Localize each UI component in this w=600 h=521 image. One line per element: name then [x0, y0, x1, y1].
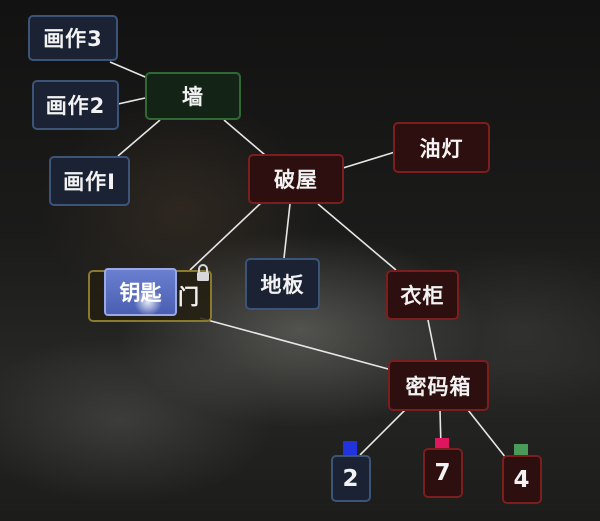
link-shack-door — [189, 201, 263, 271]
node-digit-4[interactable]: 4 — [502, 455, 542, 504]
marker-blue — [343, 441, 357, 455]
node-painting3[interactable]: 画作3 — [28, 15, 118, 61]
link-shack-wardrobe — [317, 203, 397, 271]
node-digit-2[interactable]: 2 — [331, 455, 371, 502]
node-shack[interactable]: 破屋 — [248, 154, 344, 204]
node-oil-lamp[interactable]: 油灯 — [393, 122, 490, 173]
link-shack-lamp — [342, 151, 396, 169]
link-painting3-wall — [109, 61, 151, 80]
link-box-digit4 — [467, 409, 507, 459]
node-wardrobe[interactable]: 衣柜 — [386, 270, 459, 320]
node-floor[interactable]: 地板 — [245, 258, 320, 310]
link-wall-shack — [223, 119, 266, 156]
link-door-box — [199, 317, 393, 371]
node-code-box[interactable]: 密码箱 — [388, 360, 489, 411]
drag-cursor-glow — [133, 289, 163, 315]
lock-icon — [197, 264, 209, 281]
node-painting2[interactable]: 画作2 — [32, 80, 119, 130]
link-painting1-wall — [117, 119, 161, 157]
link-shack-floor — [283, 203, 291, 259]
node-painting1[interactable]: 画作I — [49, 156, 130, 206]
link-painting2-wall — [117, 97, 146, 105]
node-door-label: 门 — [178, 285, 200, 309]
node-wall[interactable]: 墙 — [145, 72, 241, 120]
node-digit-7[interactable]: 7 — [423, 448, 463, 498]
link-box-digit2 — [359, 409, 406, 456]
marker-green — [514, 444, 528, 458]
link-wardrobe-box — [427, 319, 437, 361]
